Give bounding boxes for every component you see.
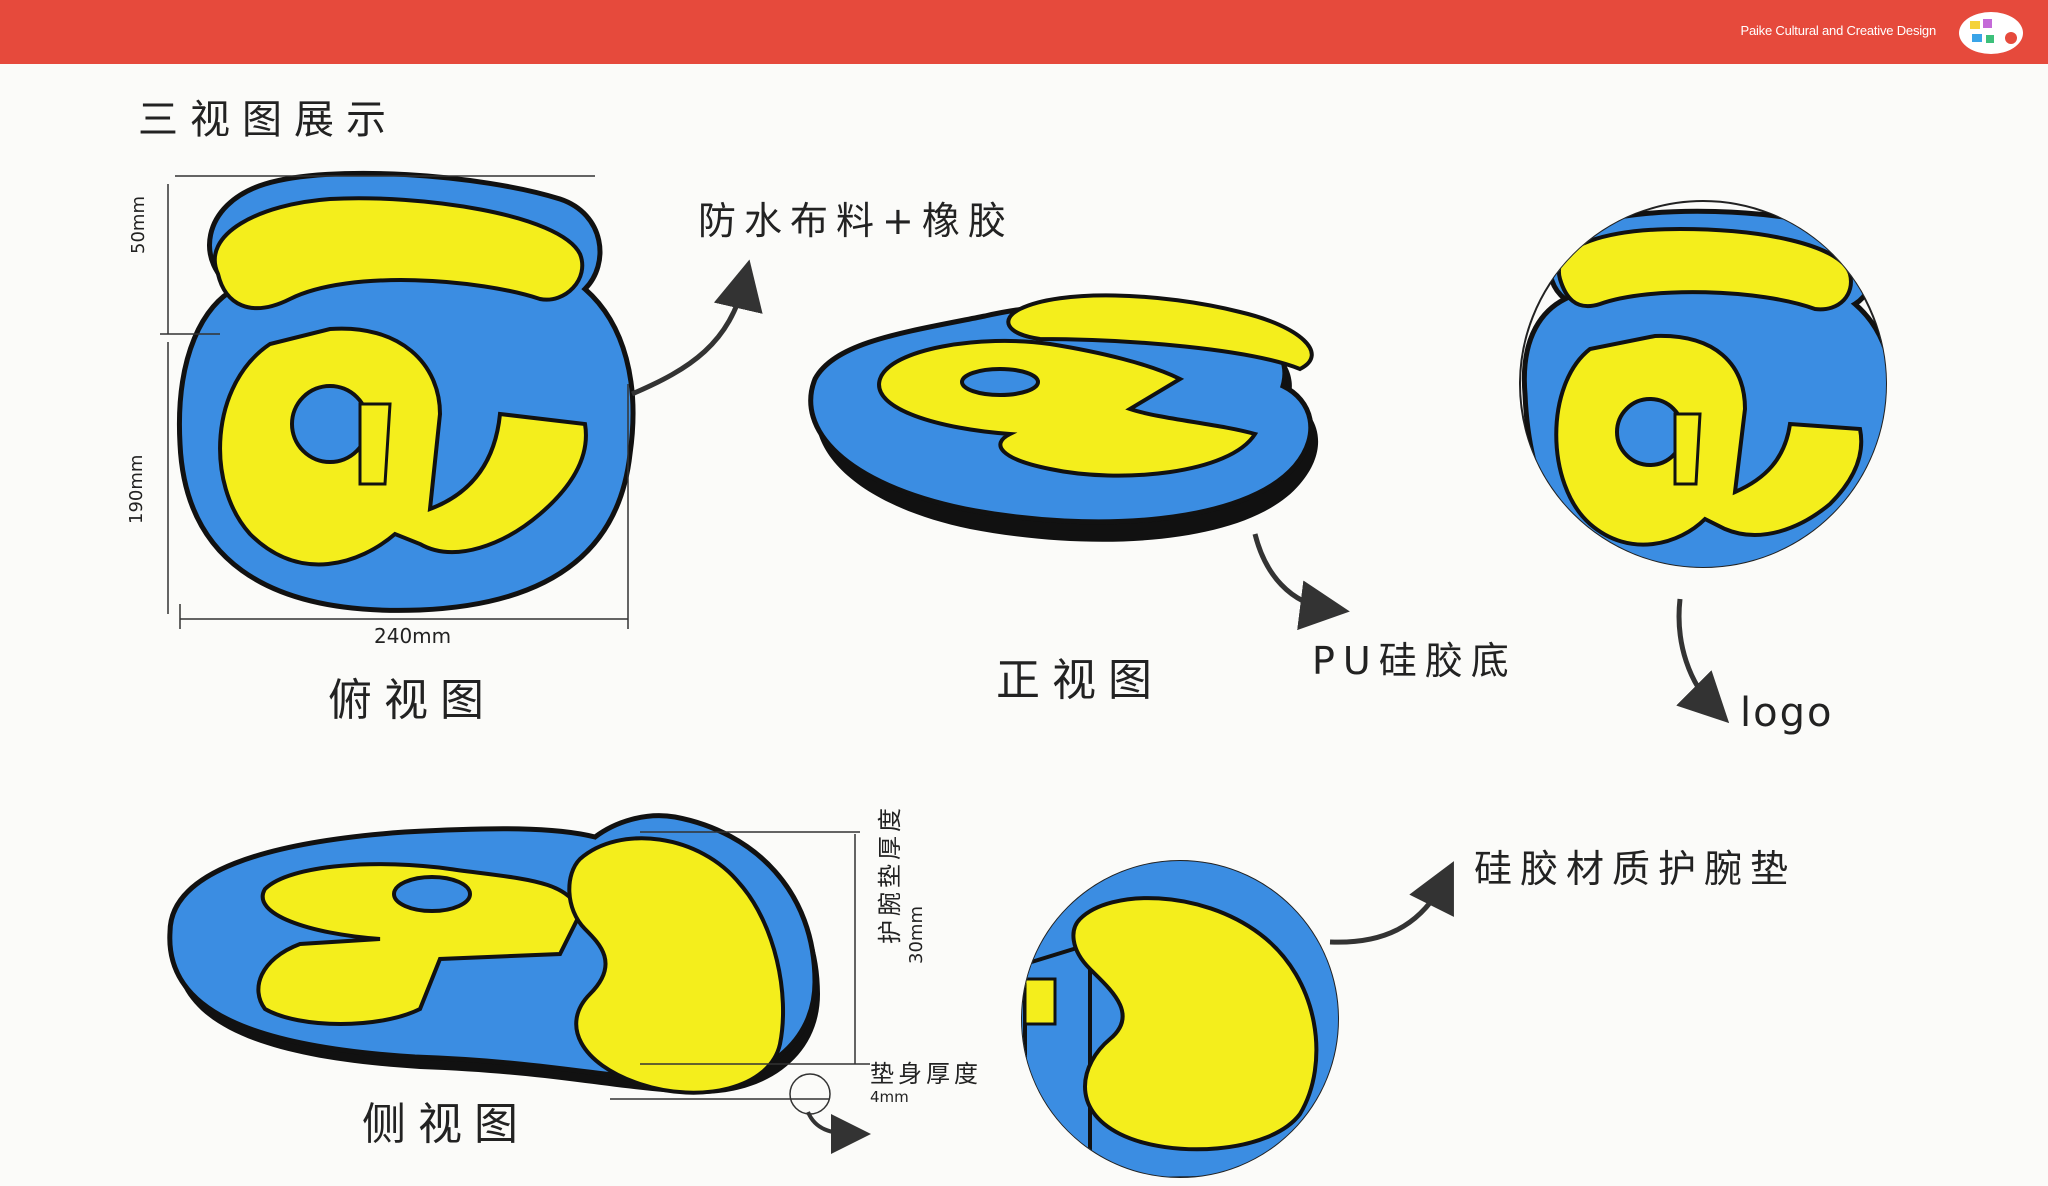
wrist-pad-annotation: 硅胶材质护腕垫 (1474, 847, 1797, 891)
front-view-label: 正视图 (996, 655, 1164, 706)
side-view-label: 侧视图 (362, 1099, 530, 1150)
top-view-label: 俯视图 (328, 675, 496, 726)
top-bar: Paike Cultural and Creative Design (0, 0, 2048, 64)
brand-text: Paike Cultural and Creative Design (1740, 23, 1936, 38)
page-title: 三视图展示 (138, 97, 398, 143)
material-annotation: 防水布料+橡胶 (698, 199, 1014, 243)
palette-icon (1959, 12, 2023, 54)
dim-pad-thickness-label: 护腕垫厚度 (876, 804, 904, 944)
top-view-drawing (160, 170, 636, 629)
dim-body-thickness-label: 垫身厚度 (870, 1060, 982, 1088)
dim-body-thickness-value: 4mm (870, 1088, 909, 1106)
dim-body-height: 190mm (126, 454, 147, 524)
logo-annotation: logo (1740, 690, 1834, 736)
illustration (160, 170, 1887, 1178)
base-annotation: PU硅胶底 (1312, 639, 1517, 683)
logo-drawing (1519, 200, 1887, 568)
design-canvas: 三视图展示 防水布料+橡胶 PU硅胶底 logo 硅胶材质护腕垫 俯视图 正视图… (0, 64, 2048, 1186)
front-view-drawing (808, 293, 1319, 542)
dim-width: 240mm (374, 624, 452, 648)
dim-pad-thickness-value: 30mm (906, 906, 927, 964)
side-view-drawing (167, 813, 870, 1115)
wrist-pad-detail-drawing (1021, 860, 1339, 1178)
dim-top-height: 50mm (128, 196, 149, 254)
